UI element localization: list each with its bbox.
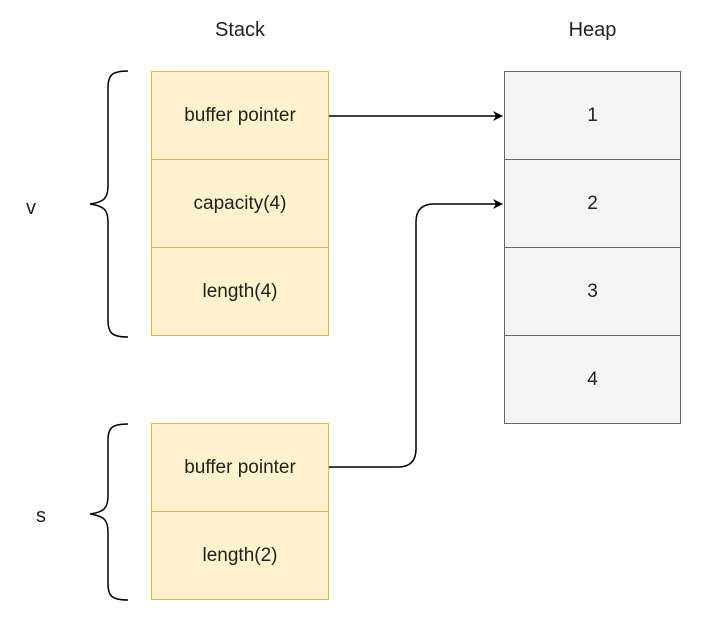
stack-s-buffer-pointer: buffer pointer xyxy=(151,423,329,512)
heap-cell-2: 2 xyxy=(504,159,681,248)
heap-cell-4: 4 xyxy=(504,335,681,424)
stack-v-length: length(4) xyxy=(151,247,329,336)
var-label-v: v xyxy=(26,197,36,219)
brace-s xyxy=(89,423,129,601)
stack-title: Stack xyxy=(214,19,266,41)
stack-s-length: length(2) xyxy=(151,511,329,600)
brace-v xyxy=(89,70,129,338)
var-label-s: s xyxy=(36,505,46,527)
arrow-s-to-heap-2 xyxy=(329,199,503,468)
stack-v-buffer-pointer: buffer pointer xyxy=(151,71,329,160)
heap-cell-3: 3 xyxy=(504,247,681,336)
heap-title: Heap xyxy=(568,19,617,41)
